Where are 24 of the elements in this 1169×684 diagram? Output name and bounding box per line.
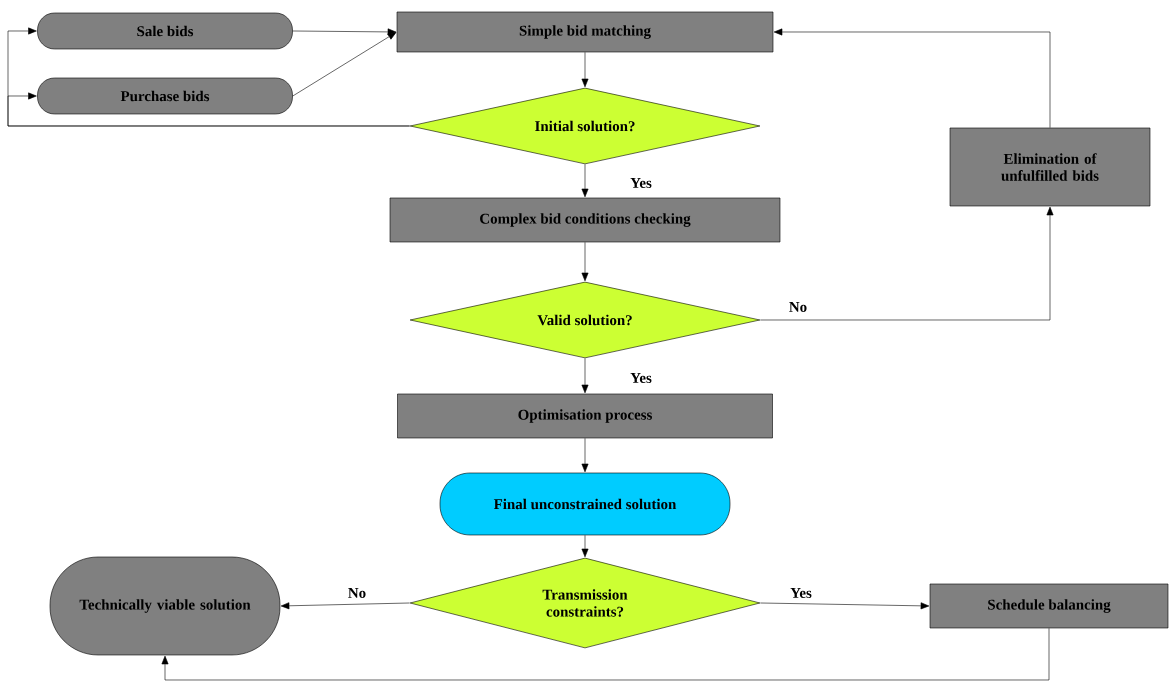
arrow [760, 206, 1054, 321]
arrow [581, 358, 589, 394]
arrow [581, 242, 589, 282]
process-box: Schedule balancing [929, 583, 1169, 629]
arrow [760, 602, 930, 610]
arrow [581, 164, 589, 198]
process-box: Elimination of unfulfilled bids [949, 127, 1151, 207]
process-box: Simple bid matching [396, 11, 774, 53]
arrow [581, 438, 589, 473]
edge-label: Yes [789, 587, 813, 599]
arrow [581, 535, 589, 558]
edge-label: No [787, 301, 809, 313]
arrow [581, 52, 589, 88]
arrow [773, 28, 1051, 128]
arrow [292, 28, 397, 36]
edge-label: No [346, 587, 368, 599]
process-box: Optimisation process [397, 393, 773, 439]
arrow [280, 602, 410, 610]
edge-label: Yes [629, 177, 653, 189]
edge-label: Yes [629, 372, 653, 384]
arrow [161, 628, 1050, 681]
process-box: Complex bid conditions checking [389, 197, 781, 243]
arrow [292, 32, 397, 97]
arrow [7, 92, 410, 127]
